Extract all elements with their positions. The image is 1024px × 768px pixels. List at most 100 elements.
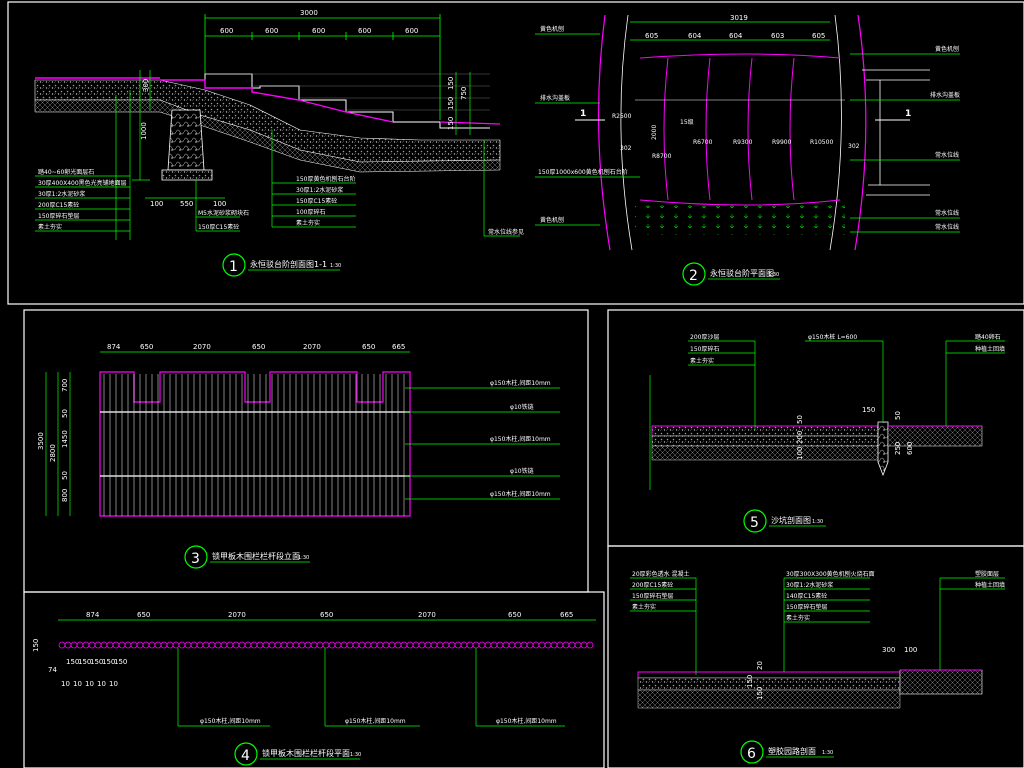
fence-log [268,641,276,649]
title-circle [682,262,706,286]
fence-log [418,641,426,649]
fence-log [124,641,132,649]
p3-left-dim: 700 [61,379,69,392]
p6-mid-note: 素土夯实 [786,614,810,622]
fence-log [100,641,108,649]
p2-left-note: 黄色机刨 [540,216,564,224]
p6-left-note: 150厚碎石垫层 [632,592,673,600]
fence-log [286,641,294,649]
fence-log [454,641,462,649]
fence-log [526,641,534,649]
p2-radius: R9300 [733,139,753,146]
fence-log [238,641,246,649]
p2-left-note: 黄色机刨 [540,25,564,33]
p5-dim: 600 [906,442,914,455]
fence-log [346,641,354,649]
p6-number: 6 [747,746,756,762]
fence-log [76,641,84,649]
p1-right-note: 150厚黄色机刨石台阶 [296,175,355,183]
p3-title: 锁甲板木围栏栏杆段立面 [212,551,300,561]
p1-right-dim: 150 [447,77,455,90]
p1-number: 1 [229,259,238,275]
p3-scale: 1:30 [298,555,309,561]
fence-log [130,641,138,649]
p2-top-dim: 3019 [730,14,748,22]
panel-frames [7,1,1024,768]
fence-log [478,641,486,649]
p1-right-dim: 150 [447,97,455,110]
p2-radius: R10500 [810,139,833,146]
fence-log [400,641,408,649]
p3-left-dim: 2800 [49,444,57,462]
p1-step-dim: 600 [312,27,325,35]
fence-log [472,641,480,649]
p1-step-dim: 600 [220,27,233,35]
p1-note: 30厚1:2水泥砂浆 [38,190,85,198]
fence-log [448,641,456,649]
p2-radius: R9900 [772,139,792,146]
fence-log [82,641,90,649]
p1-left-dim: 300 [142,79,150,92]
fence-log [436,641,444,649]
p5-left-note: 200厚沙层 [690,334,719,341]
p4-small-dim: 10 [61,680,70,688]
p5-dim: 250 [894,442,902,455]
p3-top-dim: 874 [107,343,121,351]
p4-left-dim: 150 [32,639,40,652]
fence-log [214,641,222,649]
p2-scale: 1:30 [768,272,779,278]
p6-right-note: 种植土回填 [975,581,1005,589]
p1-note: 素土夯实 [38,223,62,231]
fence-log [58,641,66,649]
p6-dim: 100 [904,646,917,654]
panel-5-section: 200厚沙层 150厚碎石 素土夯实 φ150木桩 L=600 踏40卵石 种植… [649,333,1005,533]
p1-step-dim: 600 [405,27,418,35]
p4-small-dim: 10 [109,680,118,688]
fence-log [166,641,174,649]
p1-right-note: 30厚1:2水泥砂浆 [296,186,343,194]
p3-top-dim: 650 [252,343,265,351]
p5-right-note: 种植土回填 [975,345,1005,353]
p1-right-dim: 150 [447,117,455,130]
p6-dim: 300 [882,646,895,654]
fence-log [202,641,210,649]
fence-log [358,641,366,649]
p3-top-dim: 665 [392,343,405,351]
p2-number: 2 [689,268,698,284]
panel-2-plan: 3019 605 604 604 603 605 1 1 [535,14,960,286]
p1-title: 永恒驳台阶剖面图1-1 [250,259,327,269]
p6-mid-note: 140厚C15素砼 [786,592,827,600]
p2-left-note: 排水沟盖板 [540,94,570,102]
p2-side-dim: 15级 [680,118,694,126]
fence-log [460,641,468,649]
p2-side-dim: 302 [620,145,632,152]
p6-title: 塑胶园路剖面 [768,746,816,756]
p2-radius: R2500 [612,113,632,120]
fence-log [64,641,72,649]
p1-left-dim: 1000 [140,122,148,140]
fence-log [364,641,372,649]
p5-dim: 200 [796,431,804,444]
p6-left-note: 200厚C15素砼 [632,581,673,589]
p2-right-note: 排水沟盖板 [930,91,960,99]
p6-dim: 20 [756,661,764,670]
fence-log [148,641,156,649]
fence-log [568,641,576,649]
p3-left-dim: 1450 [61,430,69,448]
p1-note: 200厚C15素砼 [38,201,79,209]
fence-log [490,641,498,649]
fence-log [94,641,102,649]
p2-radius: R6700 [693,139,713,146]
fence-log [532,641,540,649]
fence-log [562,641,570,649]
p3-top-dim: 2070 [193,343,211,351]
p2-side-dim: 302 [848,143,860,150]
p3-top-dim: 650 [140,343,153,351]
p5-top-note: φ150木桩 L=600 [808,333,857,341]
p4-bottom-dim: 150 [102,658,115,666]
p1-note: 150厚碎石垫层 [38,212,79,220]
fence-log [442,641,450,649]
fence-log [376,641,384,649]
p1-right-note: 150厚C15素砼 [296,197,337,205]
